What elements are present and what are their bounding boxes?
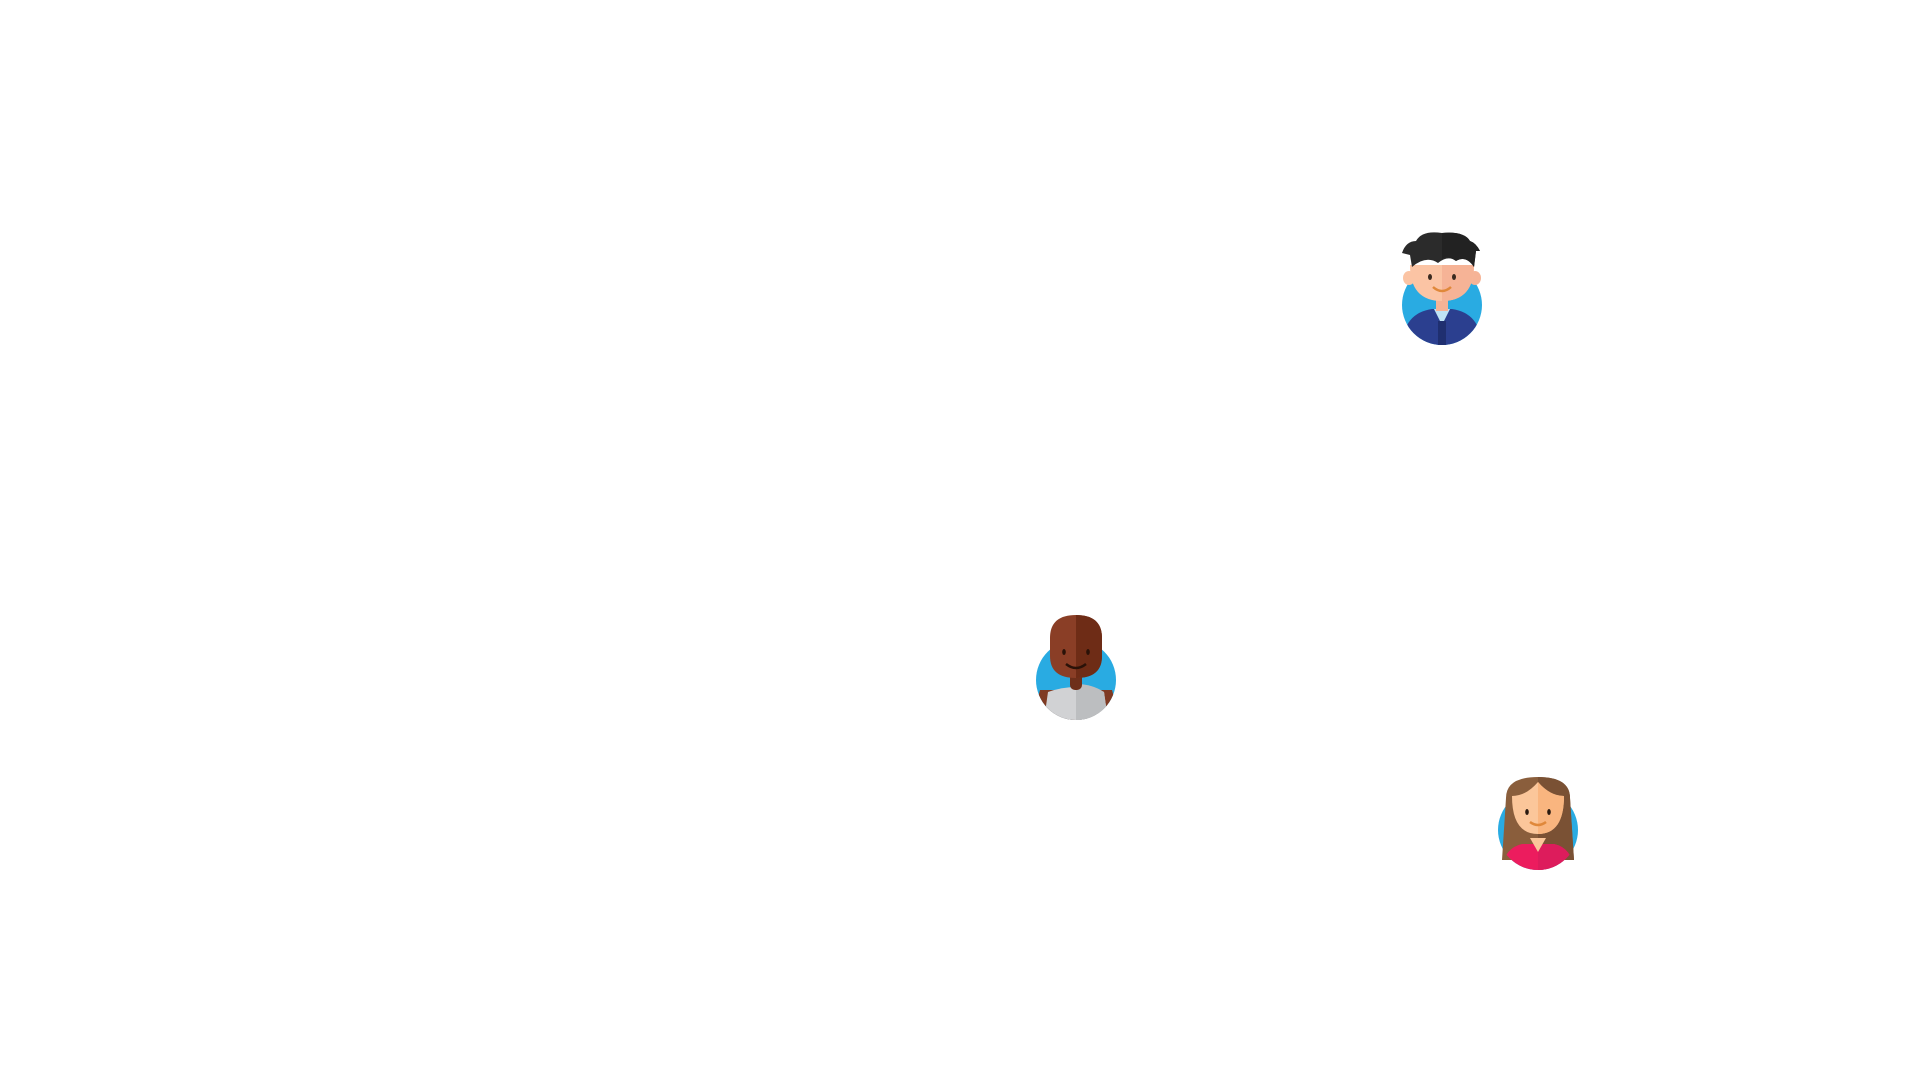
- man-avatar-icon: [1402, 232, 1482, 345]
- woman-avatar-icon: [1498, 777, 1578, 870]
- dark-skinned-man-avatar-icon: [1036, 615, 1116, 720]
